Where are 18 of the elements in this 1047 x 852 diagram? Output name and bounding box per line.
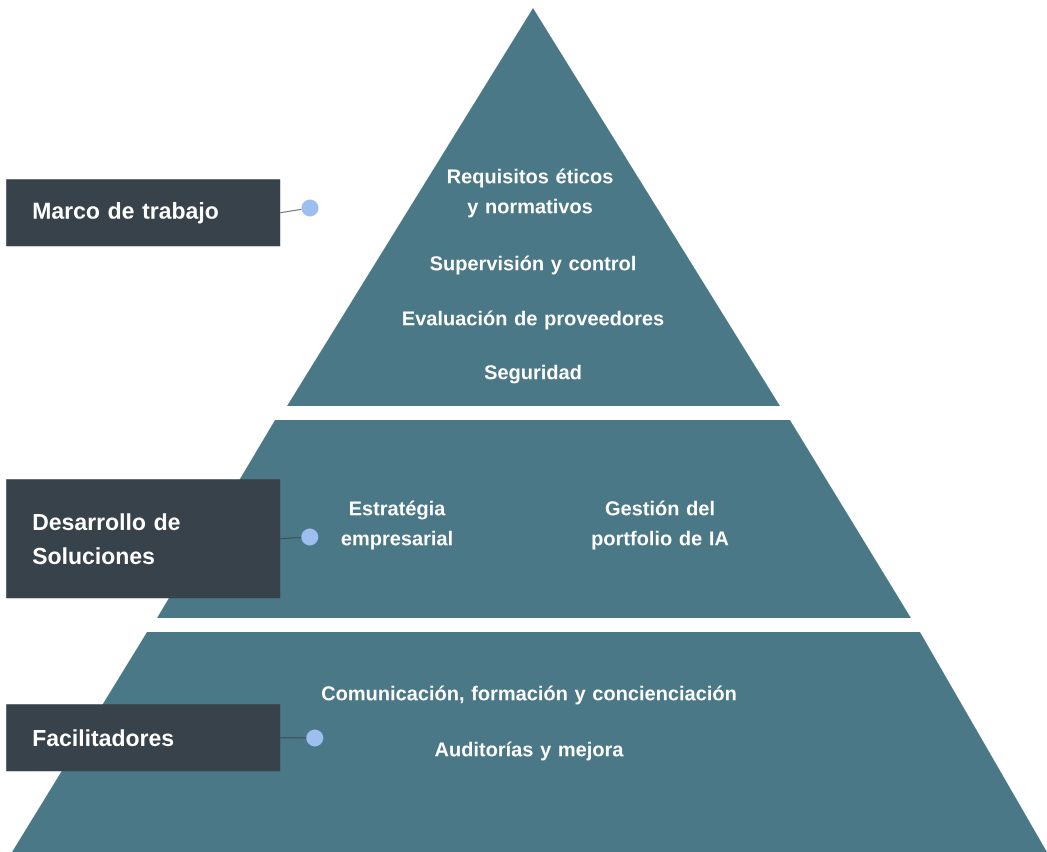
- connector-dot: [306, 729, 324, 747]
- tier-text: Comunicación, formación y concienciación: [322, 685, 736, 705]
- tier-text: Requisitos éticos y normativos: [448, 168, 613, 218]
- leader-line: [280, 208, 302, 214]
- tier-text: Estratégia empresarial: [341, 500, 452, 550]
- tier-text: Supervisión y control: [430, 255, 635, 275]
- connector-dot: [301, 528, 319, 546]
- label-box: Marco de trabajo: [6, 179, 281, 247]
- connector-dot: [301, 199, 319, 217]
- leader-line: [280, 737, 307, 739]
- pyramid-tier: [12, 632, 1047, 852]
- leader-line: [280, 537, 302, 540]
- pyramid-tier: [287, 8, 780, 406]
- label-box: Desarrollo de Soluciones: [6, 479, 281, 599]
- tier-text: Seguridad: [484, 364, 581, 384]
- tier-text: Auditorías y mejora: [435, 741, 624, 761]
- tier-text: Gestión del portfolio de IA: [592, 500, 729, 550]
- tier-text: Evaluación de proveedores: [403, 310, 664, 330]
